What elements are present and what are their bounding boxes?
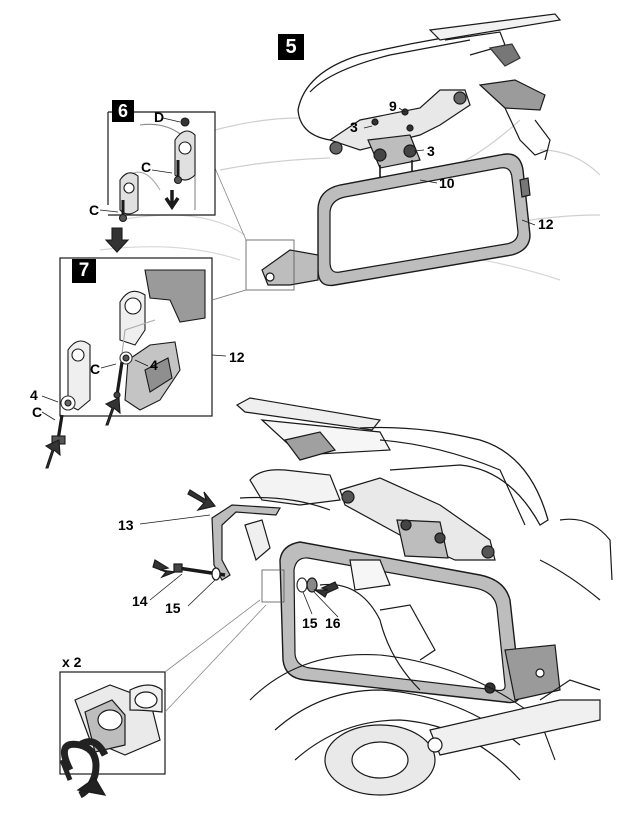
callout-15-right: 15 <box>302 615 318 631</box>
step7-inset <box>41 257 247 469</box>
step7-badge: 7 <box>72 259 96 283</box>
callout-c-step7-b: C <box>32 404 43 420</box>
step5-scene <box>99 13 601 301</box>
callout-c-step6-b: C <box>89 202 100 218</box>
quantity-label: x 2 <box>62 654 82 670</box>
callout-12-step7: 12 <box>229 349 245 365</box>
bottom-scene <box>59 397 613 799</box>
callout-16: 16 <box>325 615 341 631</box>
callout-12-top: 12 <box>538 216 554 232</box>
callout-10: 10 <box>439 175 455 191</box>
step5-badge: 5 <box>278 34 304 60</box>
callout-3-top: 3 <box>350 119 358 135</box>
callout-13: 13 <box>118 517 134 533</box>
callout-d: D <box>154 109 165 125</box>
callout-14: 14 <box>132 593 148 609</box>
step6-inset <box>99 111 216 253</box>
callout-c-step6-a: C <box>141 159 152 175</box>
callout-4-step7-b: 4 <box>30 387 38 403</box>
callout-4-step7-a: 4 <box>150 357 158 373</box>
callout-9: 9 <box>389 98 397 114</box>
callout-3-right: 3 <box>427 143 435 159</box>
callout-15-left: 15 <box>165 600 181 616</box>
callout-c-step7-a: C <box>90 361 101 377</box>
step6-badge: 6 <box>112 100 134 122</box>
